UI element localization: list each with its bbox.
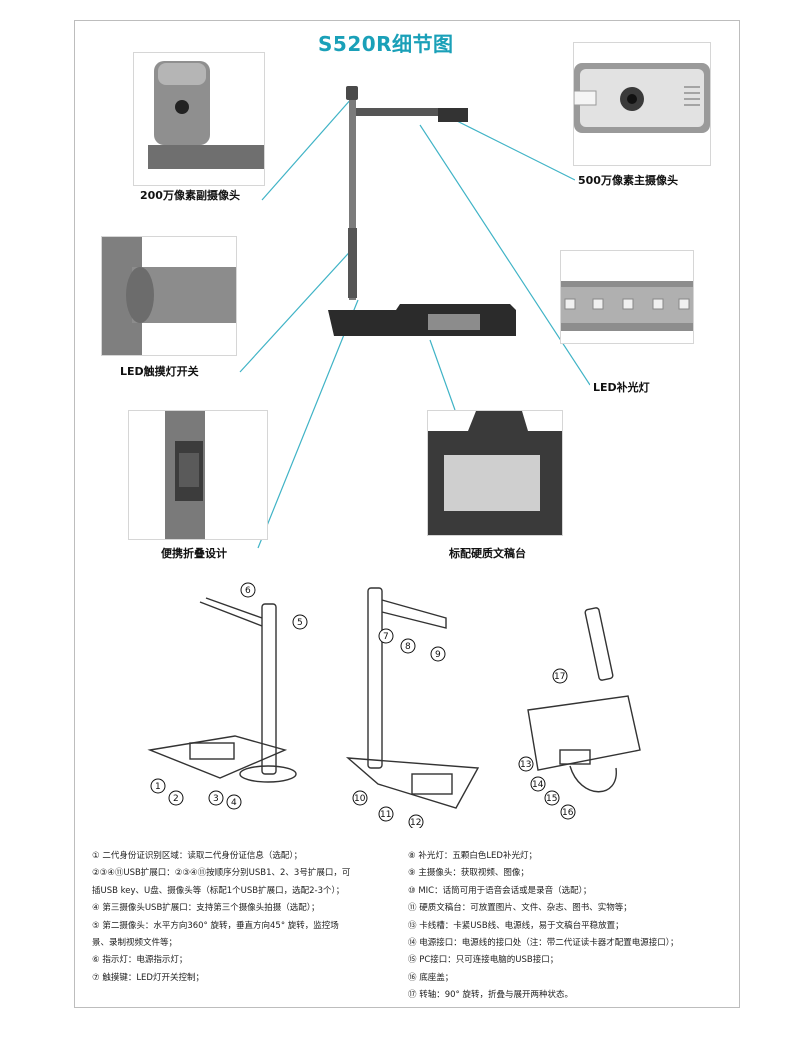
legend-item: ⑤ 第二摄像头：水平方向360° 旋转，垂直方向45° 旋转，监控场 [92,920,339,931]
num-5: 5 [297,618,303,628]
num-4: 4 [231,798,237,808]
sub-camera-photo [133,52,265,186]
num-11: 11 [380,810,391,820]
folding-photo [128,410,268,540]
num-12: 12 [410,818,421,828]
legend-item: ⑯ 底座盖； [408,972,454,983]
led-switch-label: LED触摸灯开关 [117,362,202,380]
num-14: 14 [532,780,544,790]
legend-item: ① 二代身份证识别区域：读取二代身份证信息（选配）； [92,851,303,861]
num-8: 8 [405,642,411,652]
legend-item: ⑧ 补光灯：五颗白色LED补光灯； [408,851,537,861]
legend-item: ②③④⑪USB扩展口：②③④⑪按顺序分别USB1、2、3号扩展口，可 [92,868,351,879]
legend-left: ① 二代身份证识别区域：读取二代身份证信息（选配）； ②③④⑪USB扩展口：②③… [92,848,350,987]
led-light-label: LED补光灯 [590,378,653,396]
num-16: 16 [562,808,574,818]
document-base-label: 标配硬质文稿台 [446,544,529,562]
legend-right: ⑧ 补光灯：五颗白色LED补光灯； ⑨ 主摄像头：获取视频、图像； ⑩ MIC：… [408,848,678,1005]
legend-item: ⑮ PC接口：只可连接电脑的USB接口； [408,955,559,966]
num-17: 17 [554,672,565,682]
num-2: 2 [173,794,179,804]
num-3: 3 [213,794,219,804]
legend-item: 插USB key、U盘、摄像头等（标配1个USB扩展口，选配2-3个）； [92,885,345,896]
num-13: 13 [520,760,531,770]
num-7: 7 [383,632,389,642]
legend-item: ⑪ 硬质文稿台：可放置图片、文件、杂志、图书、实物等； [408,903,632,914]
legend-item: ⑭ 电源接口：电源线的接口处（注：带二代证读卡器才配置电源接口）； [408,938,679,949]
num-1: 1 [155,782,161,792]
num-6: 6 [245,586,251,596]
main-camera-photo [573,42,711,166]
folding-label: 便携折叠设计 [158,544,230,562]
page-title: S520R细节图 [318,32,454,56]
diagram-back-view: 17 13 14 15 16 [518,607,641,820]
led-switch-photo [101,236,237,356]
diagram-front-view: 6 5 1 2 3 4 [147,582,308,810]
num-9: 9 [435,650,441,660]
sub-camera-label: 200万像素副摄像头 [137,186,243,204]
legend-item: 景、录制视频文件等； [92,938,178,949]
product-photo [328,86,516,336]
num-15: 15 [546,794,557,804]
legend-item: ④ 第三摄像头USB扩展口：支持第三个摄像头拍摄（选配）； [92,903,320,914]
legend-item: ⑩ MIC：话筒可用于语音会话或是录音（选配）； [408,885,592,896]
legend-item: ⑬ 卡线槽：卡紧USB线、电源线，易于文稿台平稳放置； [408,920,624,931]
diagram-side-view: 7 8 9 10 11 12 [345,587,480,828]
legend-item: ⑦ 触摸键：LED灯开关控制； [92,972,204,983]
legend-item: ⑥ 指示灯：电源指示灯； [92,955,188,966]
legend-item: ⑨ 主摄像头：获取视频、图像； [408,868,529,879]
document-base-photo [427,410,563,536]
led-light-photo [560,250,694,344]
main-camera-label: 500万像素主摄像头 [575,171,681,189]
num-10: 10 [354,794,366,804]
legend-item: ⑰ 转轴：90° 旋转，折叠与展开两种状态。 [408,990,573,1001]
